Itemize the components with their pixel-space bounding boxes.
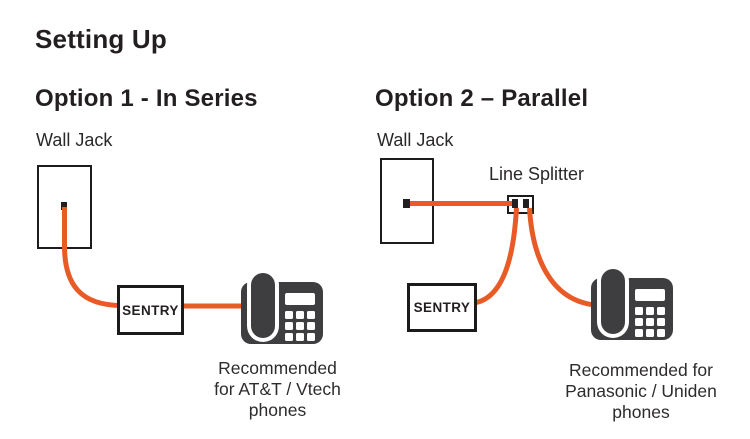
option2-wall-jack-label: Wall Jack [377,130,454,150]
option2-recommendation-line3: phones [612,402,670,422]
option2-desk-phone-icon [591,265,673,340]
option2-recommendation-line2: Panasonic / Uniden [565,381,717,401]
option2-heading: Option 2 – Parallel [375,85,589,112]
option2-sentry-box: SENTRY [407,283,477,332]
cable-jack1-to-sentry1 [62,207,123,308]
option1-sentry-box: SENTRY [117,285,184,335]
option1-recommendation-line3: phones [248,400,307,420]
option2-jack-port [403,199,410,208]
option1-sentry-label: SENTRY [122,302,179,318]
option1-heading: Option 1 - In Series [35,85,258,112]
splitter-port-left [512,198,518,208]
cable-splitter-to-phone2 [527,207,605,308]
line-splitter-label: Line Splitter [489,164,585,184]
option1-recommendation-line2: for AT&T / Vtech [214,379,341,399]
option2-sentry-label: SENTRY [413,300,471,315]
page-title: Setting Up [35,24,167,54]
option2-recommendation: Recommended for Panasonic / Uniden phone… [550,360,732,423]
option1-wall-jack-label: Wall Jack [36,130,113,150]
cable-splitter-to-sentry2 [467,207,519,306]
option1-recommendation-line1: Recommended [218,358,337,378]
option2-recommendation-line1: Recommended for [569,360,713,380]
splitter-port-right [523,198,529,208]
option1-recommendation: Recommended for AT&T / Vtech phones [190,358,365,421]
option1-desk-phone-icon [241,269,323,344]
option1-jack-port [61,202,67,210]
